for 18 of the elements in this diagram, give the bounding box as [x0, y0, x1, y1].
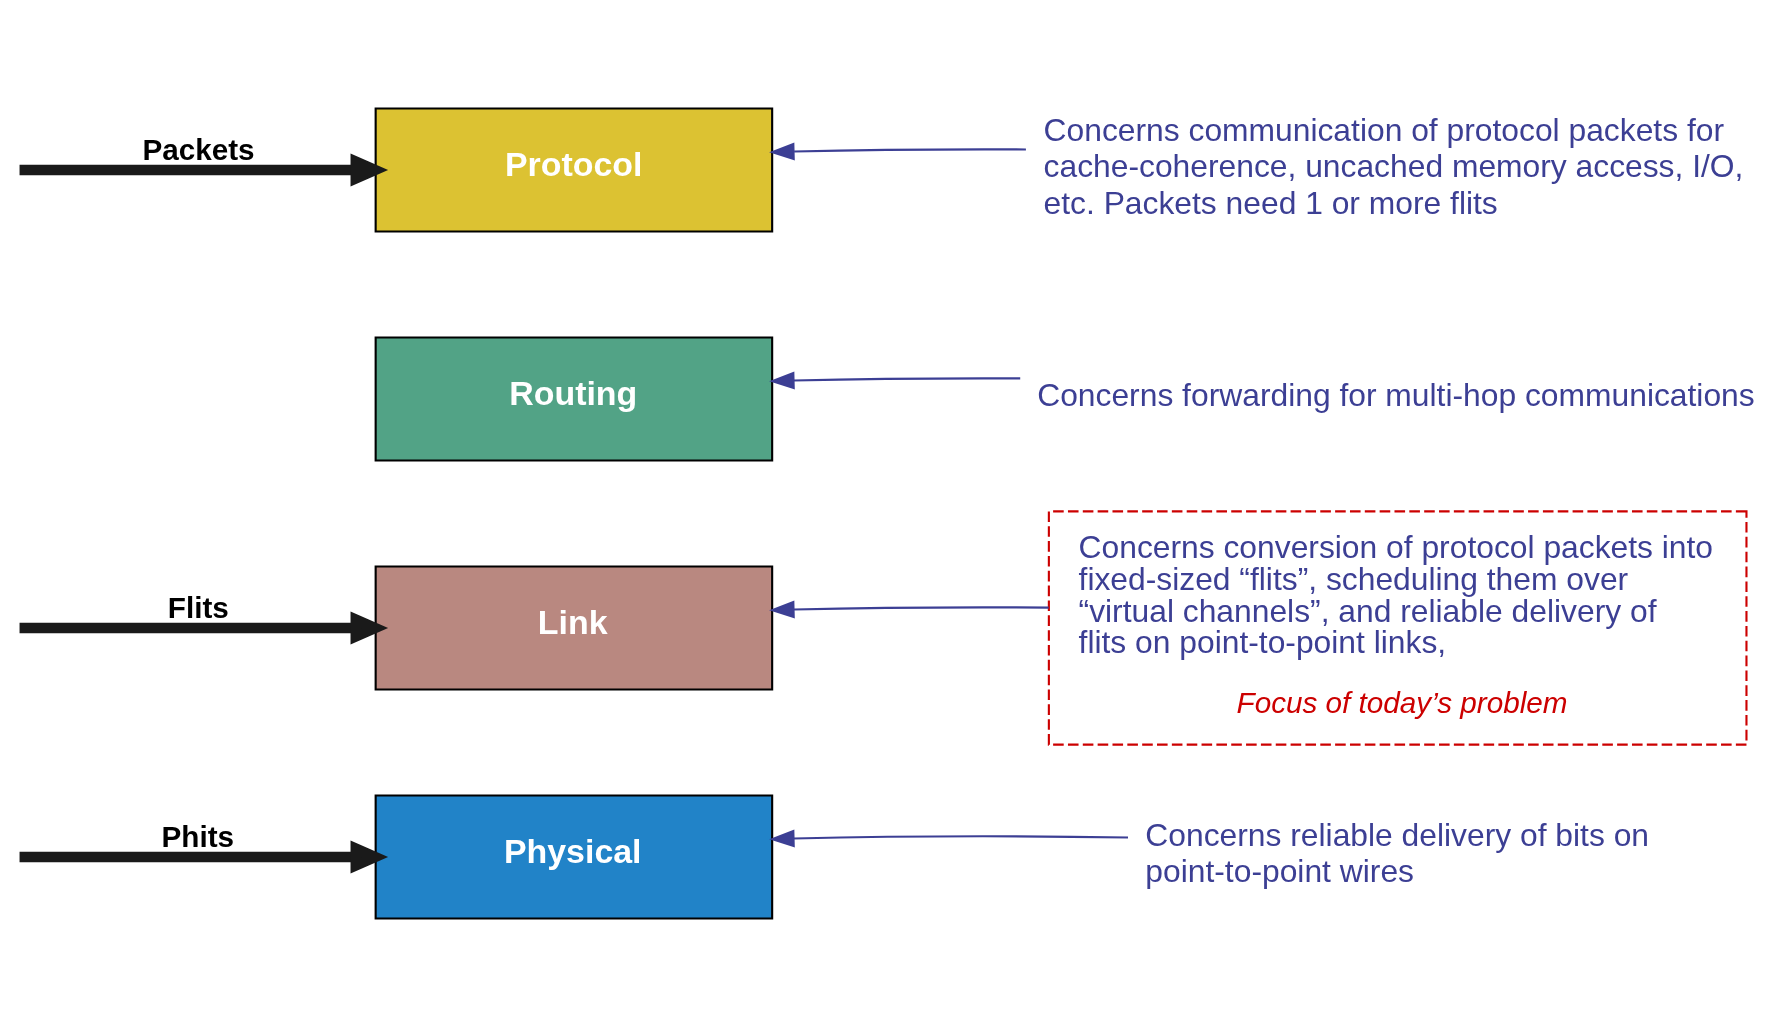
node-text: Concerns reliable delivery of bits on point-to-point wires	[1144, 817, 1649, 890]
node-box: Concerns conversion of protocol packets into fixed-sized “flits”, scheduling them over “virtual channels”, and reliable delivery of flits on point-to-point links, Focus of today’s problem	[1047, 510, 1748, 746]
edge-label: Phits	[161, 819, 234, 853]
arrow	[768, 142, 1026, 161]
arrow	[19, 153, 388, 187]
arrow	[19, 611, 388, 645]
node-box: Routing	[374, 336, 773, 462]
arrow	[768, 829, 1128, 848]
node-text: Concerns communication of protocol packets for cache-coherence, uncached memory access, I/O, etc. Packets need 1 or more flits	[1043, 112, 1743, 221]
arrow	[19, 840, 388, 874]
node-box: Link	[374, 565, 773, 691]
arrow	[768, 600, 1049, 619]
node-text: Concerns forwarding for multi-hop communications	[1036, 377, 1755, 414]
edge-label: Packets	[141, 132, 255, 166]
node-box: Physical	[374, 794, 773, 920]
node-box: Protocol	[374, 107, 773, 233]
edge-label: Flits	[167, 590, 229, 624]
arrow	[768, 371, 1020, 390]
